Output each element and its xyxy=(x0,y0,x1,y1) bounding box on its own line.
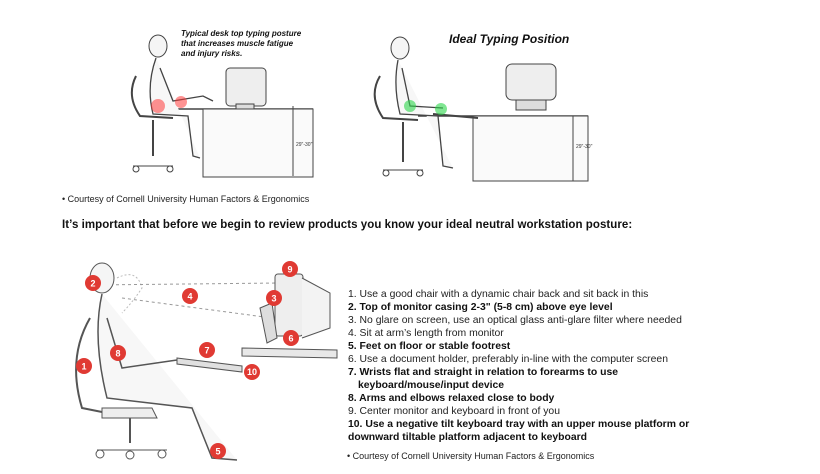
tip-item: 7. Wrists flat and straight in relation … xyxy=(348,367,619,378)
badge-8 xyxy=(110,345,126,361)
tip-item: 1. Use a good chair with a dynamic chair… xyxy=(348,289,649,300)
workstation-diagram: 1 2 3 4 5 6 7 8 9 10 xyxy=(62,258,340,468)
badge-9 xyxy=(282,261,298,277)
badge-9-label: 9 xyxy=(287,265,292,275)
badge-6-label: 6 xyxy=(288,334,293,344)
badge-10 xyxy=(244,364,260,380)
bullet-dot: • xyxy=(347,451,351,461)
posture-comparison-illustration: 29"-30" 29"-30" xyxy=(130,34,593,182)
tip-item: keyboard/mouse/input device xyxy=(358,380,505,391)
badge-4-label: 4 xyxy=(187,292,192,302)
tip-item: 2. Top of monitor casing 2-3" (5-8 cm) a… xyxy=(348,302,613,313)
badge-3 xyxy=(266,290,282,306)
tip-item: 3. No glare on screen, use an optical gl… xyxy=(348,315,682,326)
badge-7-label: 7 xyxy=(204,346,209,356)
diagram-badges: 1 2 3 4 5 6 7 8 9 10 xyxy=(76,261,299,459)
svg-text:29"-30": 29"-30" xyxy=(576,144,593,150)
courtesy-top: • Courtesy of Cornell University Human F… xyxy=(62,194,309,204)
badge-5-label: 5 xyxy=(215,447,220,457)
bullet-dot: • xyxy=(62,194,66,204)
ideal-typing-title: Ideal Typing Position xyxy=(449,32,570,46)
courtesy-top-text: Courtesy of Cornell University Human Fac… xyxy=(67,194,310,204)
bad-posture-caption-line: Typical desk top typing posture xyxy=(181,29,302,38)
courtesy-bottom: • Courtesy of Cornell University Human F… xyxy=(347,451,594,461)
workstation-posture-illustration: 1 2 3 4 5 6 7 8 9 10 xyxy=(75,261,338,461)
tips-list: 1. Use a good chair with a dynamic chair… xyxy=(348,288,808,444)
badge-10-label: 10 xyxy=(247,367,257,377)
tip-item: 6. Use a document holder, preferably in-… xyxy=(348,354,668,365)
badge-4 xyxy=(182,288,198,304)
tip-item: 9. Center monitor and keyboard in front … xyxy=(348,406,560,417)
tip-item: 4. Sit at arm’s length from monitor xyxy=(348,328,504,339)
badge-2 xyxy=(85,275,101,291)
badge-5 xyxy=(210,443,226,459)
bad-posture-caption-line: and injury risks. xyxy=(181,49,243,58)
badge-1-label: 1 xyxy=(81,362,86,372)
badge-8-label: 8 xyxy=(115,349,120,359)
badge-1 xyxy=(76,358,92,374)
courtesy-bottom-text: Courtesy of Cornell University Human Fac… xyxy=(352,451,595,461)
tip-item: downward tiltable platform adjacent to k… xyxy=(348,432,588,443)
tip-item: 5. Feet on floor or stable footrest xyxy=(348,341,511,352)
bad-posture-caption-line: that increases muscle fatigue xyxy=(181,39,294,48)
tip-item: 10. Use a negative tilt keyboard tray wi… xyxy=(348,419,690,430)
badge-6 xyxy=(283,330,299,346)
svg-text:29"-30": 29"-30" xyxy=(296,142,313,148)
tip-item: 8. Arms and elbows relaxed close to body xyxy=(348,393,555,404)
badge-2-label: 2 xyxy=(90,279,95,289)
badge-3-label: 3 xyxy=(271,294,276,304)
top-figure: 29"-30" 29"-30" xyxy=(118,6,638,188)
badge-7 xyxy=(199,342,215,358)
section-heading: It’s important that before we begin to r… xyxy=(62,219,633,231)
